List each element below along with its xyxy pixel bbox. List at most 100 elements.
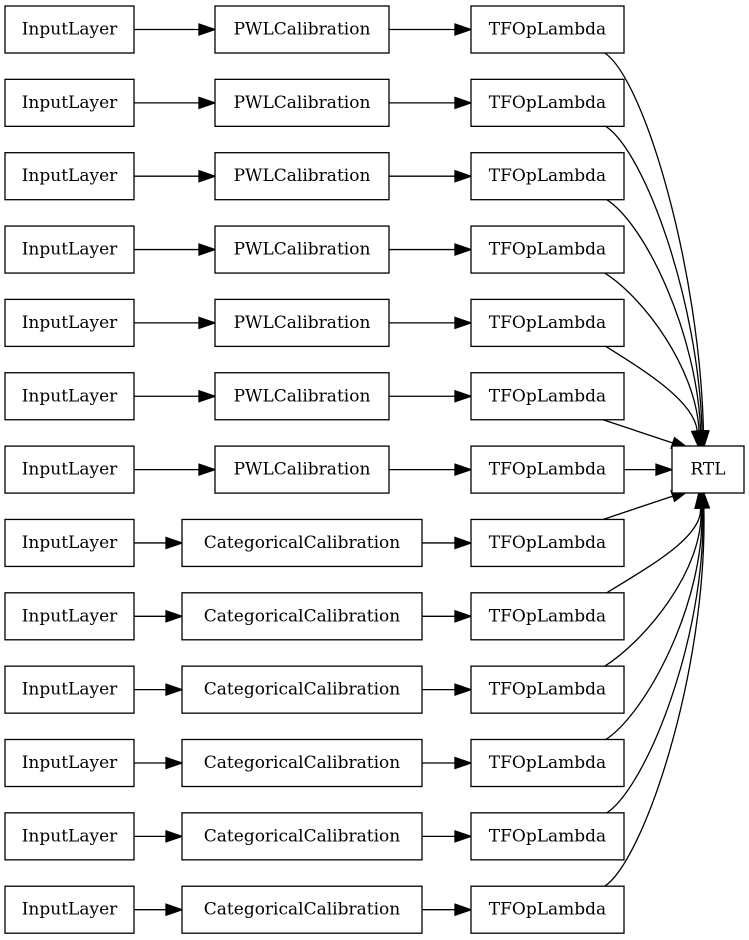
edge-lambda-to-rtl [603, 507, 702, 668]
tfoplambda-node-label: TFOpLambda [489, 826, 606, 846]
input-layer-node-label: InputLayer [22, 606, 118, 626]
input-layer-node: InputLayer [4, 518, 135, 568]
rtl-node-box [671, 445, 745, 494]
pwl-calibration-node: PWLCalibration [214, 225, 390, 274]
tfoplambda-node-box [470, 372, 625, 421]
edge-input-to-calibration-arrowhead [198, 316, 217, 330]
edge-input-to-calibration-arrowhead [198, 389, 217, 403]
input-layer-node: InputLayer [4, 738, 135, 788]
input-layer-node-box [4, 812, 135, 861]
input-layer-node-box [4, 5, 135, 54]
tfoplambda-node: TFOpLambda [470, 5, 625, 54]
input-layer-node: InputLayer [4, 152, 135, 201]
pwl-calibration-node-box [214, 372, 390, 421]
input-layer-node-label: InputLayer [22, 826, 118, 846]
input-layer-node-label: InputLayer [22, 93, 118, 113]
categorical-calibration-node: CategoricalCalibration [181, 518, 423, 568]
tfoplambda-node-box [470, 225, 625, 274]
input-layer-node-label: InputLayer [22, 753, 118, 773]
input-layer-node: InputLayer [4, 5, 135, 54]
pwl-calibration-node: PWLCalibration [214, 78, 390, 127]
edge-lambda-to-rtl [605, 507, 704, 814]
edge-lambda-to-rtl [604, 345, 698, 432]
categorical-calibration-node-label: CategoricalCalibration [204, 606, 400, 626]
input-layer-node-box [4, 78, 135, 127]
categorical-calibration-node-label: CategoricalCalibration [204, 680, 400, 700]
pwl-calibration-node: PWLCalibration [214, 152, 390, 201]
edge-input-to-calibration-arrowhead [165, 683, 184, 697]
categorical-calibration-node-label: CategoricalCalibration [204, 753, 400, 773]
input-layer-node-box [4, 738, 135, 788]
input-layer-node-label: InputLayer [22, 20, 118, 40]
pwl-calibration-node: PWLCalibration [214, 298, 390, 348]
categorical-calibration-node-box [181, 592, 423, 641]
tfoplambda-node-label: TFOpLambda [489, 753, 606, 773]
tfoplambda-node-box [470, 518, 625, 568]
edge-input-to-calibration-arrowhead [198, 169, 217, 183]
input-layer-node: InputLayer [4, 225, 135, 274]
pwl-calibration-node-box [214, 152, 390, 201]
edge-input-to-calibration-arrowhead [165, 609, 184, 623]
edges [134, 23, 711, 917]
tfoplambda-node-label: TFOpLambda [489, 93, 606, 113]
categorical-calibration-node-box [181, 885, 423, 934]
edge-input-to-calibration-arrowhead [198, 463, 217, 477]
pwl-calibration-node: PWLCalibration [214, 372, 390, 421]
input-layer-node-box [4, 372, 135, 421]
edge-input-to-calibration-arrowhead [198, 23, 217, 36]
edge-lambda-to-rtl [603, 51, 705, 432]
edge-calibration-to-lambda-arrowhead [454, 316, 473, 330]
pwl-calibration-node-box [214, 298, 390, 348]
input-layer-node: InputLayer [4, 665, 135, 714]
edge-lambda-to-rtl [605, 198, 702, 432]
input-layer-node-box [4, 518, 135, 568]
tfoplambda-node: TFOpLambda [470, 225, 625, 274]
tfoplambda-node: TFOpLambda [470, 78, 625, 127]
input-layer-node: InputLayer [4, 592, 135, 641]
pwl-calibration-node-label: PWLCalibration [234, 166, 371, 186]
pwl-calibration-node-label: PWLCalibration [234, 240, 371, 260]
edge-lambda-to-rtl [603, 507, 705, 888]
tfoplambda-node-box [470, 738, 625, 788]
tfoplambda-node-box [470, 298, 625, 348]
tfoplambda-node-box [470, 665, 625, 714]
input-layer-node: InputLayer [4, 78, 135, 127]
input-layer-node-box [4, 298, 135, 348]
input-layer-node-label: InputLayer [22, 386, 118, 406]
edge-lambda-to-rtl [599, 418, 674, 444]
edge-input-to-calibration-arrowhead [165, 903, 184, 917]
tfoplambda-node-label: TFOpLambda [489, 240, 606, 260]
edge-calibration-to-lambda-arrowhead [454, 903, 473, 917]
tfoplambda-node: TFOpLambda [470, 592, 625, 641]
edge-input-to-calibration-arrowhead [198, 96, 217, 110]
pwl-calibration-node: PWLCalibration [214, 445, 390, 494]
pwl-calibration-node: PWLCalibration [214, 5, 390, 54]
input-layer-node: InputLayer [4, 885, 135, 934]
tfoplambda-node: TFOpLambda [470, 298, 625, 348]
tfoplambda-node-box [470, 5, 625, 54]
rtl-node-label: RTL [690, 460, 725, 480]
tfoplambda-node-label: TFOpLambda [489, 533, 606, 553]
tfoplambda-node-box [470, 78, 625, 127]
input-layer-node-box [4, 225, 135, 274]
tfoplambda-node-label: TFOpLambda [489, 386, 606, 406]
edge-calibration-to-lambda-arrowhead [454, 23, 473, 36]
tfoplambda-node: TFOpLambda [470, 372, 625, 421]
tfoplambda-node-box [470, 445, 625, 494]
tfoplambda-node: TFOpLambda [470, 152, 625, 201]
tfoplambda-node-label: TFOpLambda [489, 20, 606, 40]
categorical-calibration-node-box [181, 518, 423, 568]
edge-input-to-calibration-arrowhead [165, 756, 184, 770]
tfoplambda-node-label: TFOpLambda [489, 460, 606, 480]
input-layer-node-box [4, 665, 135, 714]
tfoplambda-node: TFOpLambda [470, 445, 625, 494]
input-layer-node: InputLayer [4, 298, 135, 348]
tfoplambda-node-label: TFOpLambda [489, 900, 606, 920]
input-layer-node-label: InputLayer [22, 900, 118, 920]
tfoplambda-node-label: TFOpLambda [489, 313, 606, 333]
edge-input-to-calibration-arrowhead [165, 536, 184, 550]
edge-lambda-to-rtl [599, 495, 674, 522]
edge-lambda-to-rtl [604, 507, 703, 741]
pwl-calibration-node-box [214, 445, 390, 494]
